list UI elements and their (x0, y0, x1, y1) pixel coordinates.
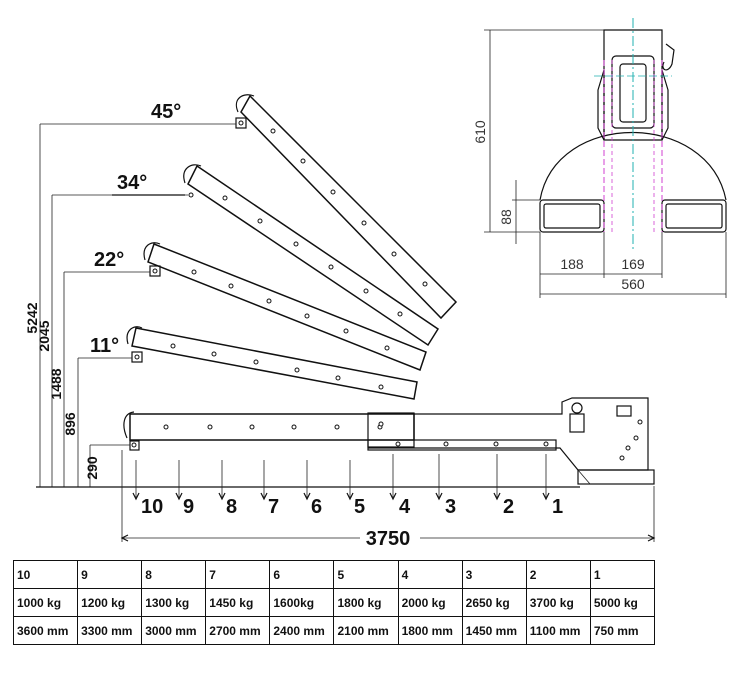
position-arrows (132, 454, 550, 501)
table-cell: 2 (525, 560, 591, 589)
height-1488: 1488 (48, 368, 64, 399)
table-cell: 1100 mm (525, 616, 591, 645)
position-label-4: 4 (399, 496, 411, 518)
end-view (484, 18, 727, 298)
table-cell: 3000 mm (141, 616, 207, 645)
table-cell: 3700 kg (525, 588, 591, 617)
table-cell: 5 (333, 560, 399, 589)
table-cell: 1450 mm (461, 616, 527, 645)
position-label-5: 5 (354, 496, 365, 518)
position-label-10: 10 (141, 496, 163, 518)
table-cell: 1600kg (269, 588, 335, 617)
jib-horizontal (123, 411, 415, 451)
jib-position-34 (183, 164, 440, 347)
table-cell: 6 (269, 560, 335, 589)
height-5242: 5242 (24, 302, 40, 333)
end-height-label: 610 (472, 120, 488, 144)
height-896: 896 (62, 412, 78, 436)
height-290: 290 (84, 456, 100, 480)
angle-label-45: 45° (151, 101, 181, 123)
table-cell: 3300 mm (77, 616, 143, 645)
table-cell: 2100 mm (333, 616, 399, 645)
table-cell: 1800 kg (333, 588, 399, 617)
table-cell: 750 mm (589, 616, 656, 645)
table-cell: 1200 kg (77, 588, 143, 617)
table-cell: 1300 kg (141, 588, 207, 617)
jib-position-22 (143, 242, 427, 371)
table-cell: 1000 kg (12, 588, 79, 617)
table-cell: 5000 kg (589, 588, 656, 617)
pocket-width-label: 188 (560, 256, 584, 272)
table-cell: 3 (461, 560, 527, 589)
gap-label: 169 (621, 256, 645, 272)
crane-jib-drawing: 5242 2045 1488 896 290 45° 34° 22° 11° 1… (24, 18, 727, 550)
table-cell: 1 (589, 560, 656, 589)
pocket-height-label: 88 (498, 209, 514, 225)
position-label-8: 8 (226, 496, 237, 518)
table-cell: 1450 kg (205, 588, 271, 617)
table-cell: 8 (141, 560, 207, 589)
base-frame (367, 397, 655, 485)
table-cell: 1800 mm (397, 616, 463, 645)
height-2045: 2045 (36, 320, 52, 351)
table-cell: 4 (397, 560, 463, 589)
position-label-7: 7 (268, 496, 279, 518)
table-cell: 2650 kg (461, 588, 527, 617)
total-width-label: 560 (621, 276, 645, 292)
angle-label-11: 11° (90, 335, 119, 357)
position-label-9: 9 (183, 496, 194, 518)
table-cell: 2700 mm (205, 616, 271, 645)
table-cell: 7 (205, 560, 271, 589)
table-cell: 3600 mm (12, 616, 79, 645)
table-cell: 10 (12, 560, 79, 589)
table-cell: 2000 kg (397, 588, 463, 617)
angle-label-22: 22° (94, 249, 124, 271)
position-label-6: 6 (311, 496, 322, 518)
table-cell: 9 (77, 560, 143, 589)
position-label-3: 3 (445, 496, 456, 518)
table-cell: 2400 mm (269, 616, 335, 645)
position-label-2: 2 (503, 496, 514, 518)
total-length-label: 3750 (366, 528, 411, 550)
length-dimension (120, 450, 656, 542)
angle-label-34: 34° (117, 172, 147, 194)
position-label-1: 1 (552, 496, 563, 518)
jib-position-45 (235, 94, 458, 320)
jib-position-11 (126, 326, 418, 400)
